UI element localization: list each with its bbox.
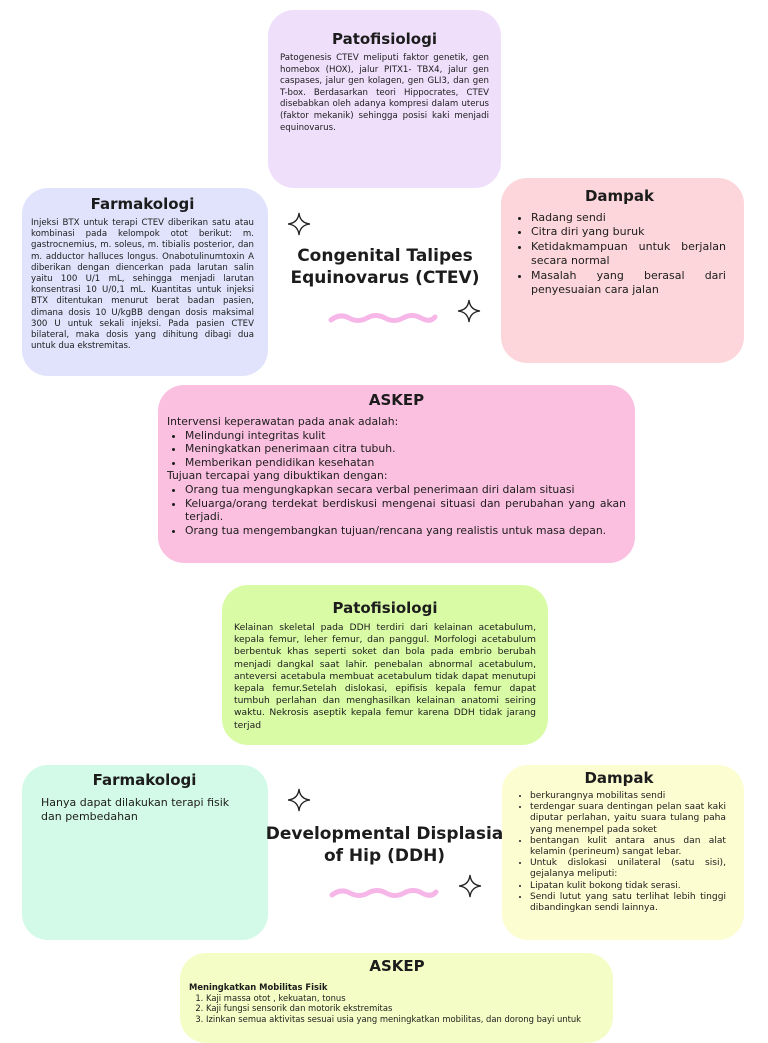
list-item: Masalah yang berasal dari penyesuaian ca… <box>531 269 726 298</box>
list-item: Melindungi integritas kulit <box>185 429 626 443</box>
list-item: Orang tua mengungkapkan secara verbal pe… <box>185 483 626 497</box>
ddh-center-title: Developmental Displasia of Hip (DDH) <box>265 824 504 866</box>
askep-intro: Tujuan tercapai yang dibuktikan dengan: <box>167 469 388 483</box>
four-point-sparkle-icon <box>458 874 482 898</box>
ctev-patofisiologi-text: Patogenesis CTEV meliputi faktor genetik… <box>280 53 489 133</box>
ddh-farmakologi-text: Hanya dapat dilakukan terapi fisik dan p… <box>41 796 230 823</box>
askep-intervensi-list: Melindungi integritas kulit Meningkatkan… <box>167 429 626 470</box>
ddh-askep-title: ASKEP <box>369 957 425 975</box>
ddh-patofisiologi-text: Kelainan skeletal pada DDH terdiri dari … <box>234 622 536 731</box>
list-item: Orang tua mengembangkan tujuan/rencana y… <box>185 524 626 538</box>
ddh-dampak-title: Dampak <box>584 769 654 787</box>
askep-subtitle: Meningkatkan Mobilitas Fisik <box>189 982 328 992</box>
list-item: Radang sendi <box>531 211 726 225</box>
ctev-farmakologi-card: Farmakologi Injeksi BTX untuk terapi CTE… <box>22 188 268 376</box>
ctev-farmakologi-title: Farmakologi <box>90 195 195 213</box>
askep-intro: Intervensi keperawatan pada anak adalah: <box>167 415 399 428</box>
ddh-askep-card: ASKEP Meningkatkan Mobilitas Fisik Kaji … <box>180 953 613 1043</box>
list-item: bentangan kulit antara anus dan alat kel… <box>530 836 726 858</box>
ctev-patofisiologi-card: Patofisiologi Patogenesis CTEV meliputi … <box>268 10 501 188</box>
list-item: Kaji fungsi sensorik dan motorik ekstrem… <box>206 1003 605 1014</box>
list-item: Izinkan semua aktivitas sesuai usia yang… <box>206 1014 605 1025</box>
ddh-patofisiologi-card: Patofisiologi Kelainan skeletal pada DDH… <box>222 585 548 745</box>
ctev-dampak-list: Radang sendi Citra diri yang buruk Ketid… <box>513 211 726 297</box>
list-item: Keluarga/orang terdekat berdiskusi menge… <box>185 497 626 524</box>
list-item: Citra diri yang buruk <box>531 225 726 239</box>
ctev-center-title: Congenital Talipes Equinovarus (CTEV) <box>290 246 480 288</box>
ctev-patofisiologi-title: Patofisiologi <box>331 30 437 48</box>
ddh-patofisiologi-title: Patofisiologi <box>332 599 438 617</box>
list-item: berkurangnya mobilitas sendi <box>530 791 726 802</box>
list-item: Ketidakmampuan untuk berjalan secara nor… <box>531 240 726 269</box>
wave-squiggle-icon <box>329 888 439 898</box>
ddh-farmakologi-title: Farmakologi <box>92 771 197 789</box>
list-item: Kaji massa otot , kekuatan, tonus <box>206 993 605 1004</box>
list-item: Sendi lutut yang satu terlihat lebih tin… <box>530 892 726 914</box>
list-item: Lipatan kulit bokong tidak serasi. <box>530 881 726 892</box>
list-item: Meningkatkan penerimaan citra tubuh. <box>185 442 626 456</box>
four-point-sparkle-icon <box>287 788 311 812</box>
ddh-dampak-card: Dampak berkurangnya mobilitas sendi terd… <box>502 765 744 940</box>
list-item: Memberikan pendidikan kesehatan <box>185 456 626 470</box>
wave-squiggle-icon <box>328 313 438 323</box>
ddh-dampak-list: berkurangnya mobilitas sendi terdengar s… <box>512 791 726 914</box>
ctev-dampak-title: Dampak <box>584 187 655 205</box>
ddh-farmakologi-card: Farmakologi Hanya dapat dilakukan terapi… <box>22 765 268 940</box>
list-item: Untuk dislokasi unilateral (satu sisi), … <box>530 858 726 880</box>
askep-tujuan-list: Orang tua mengungkapkan secara verbal pe… <box>167 483 626 537</box>
ctev-askep-card: ASKEP Intervensi keperawatan pada anak a… <box>158 385 635 563</box>
askep-numbered-list: Kaji massa otot , kekuatan, tonus Kaji f… <box>189 993 605 1025</box>
four-point-sparkle-icon <box>457 299 481 323</box>
ctev-askep-title: ASKEP <box>368 391 425 409</box>
four-point-sparkle-icon <box>287 212 311 236</box>
ctev-farmakologi-text: Injeksi BTX untuk terapi CTEV diberikan … <box>31 218 254 352</box>
list-item: terdengar suara dentingan pelan saat kak… <box>530 802 726 836</box>
ctev-dampak-card: Dampak Radang sendi Citra diri yang buru… <box>501 178 744 363</box>
